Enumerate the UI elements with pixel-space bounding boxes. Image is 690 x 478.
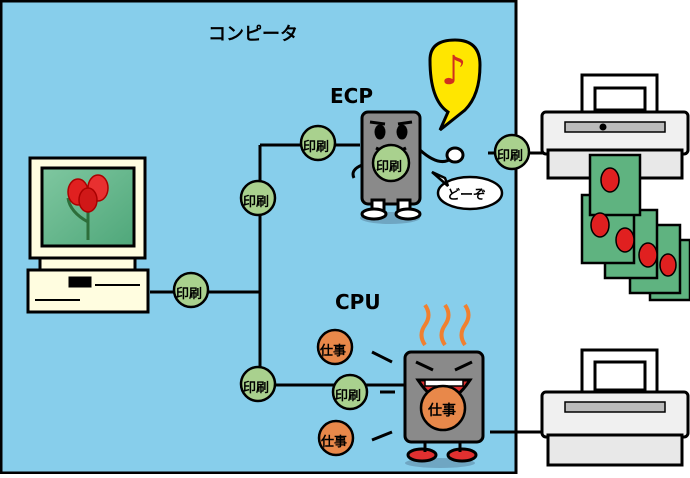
douzo-text: どーぞ <box>447 188 487 203</box>
print-label-branch-bottom: 印刷 <box>243 381 270 396</box>
print-label-computer: 印刷 <box>176 287 203 302</box>
work-tokens <box>316 328 467 457</box>
work-token-held <box>419 384 467 432</box>
music-speech-bubble <box>428 38 482 132</box>
print-token-branch-top <box>239 179 277 217</box>
print-token-cpu-in <box>331 373 369 411</box>
print-label-cpu-in: 印刷 <box>335 389 362 404</box>
print-label-printer: 印刷 <box>497 149 524 164</box>
print-tokens <box>172 124 531 411</box>
ecp-label: ECP <box>330 84 373 108</box>
print-token-printer <box>493 133 531 171</box>
panel-title: コンピータ <box>208 24 298 45</box>
music-note-icon: ♪ <box>441 48 467 94</box>
print-token-ecp-held <box>371 143 411 183</box>
printed-pages <box>580 153 690 302</box>
work-token-1 <box>316 328 354 366</box>
work-label-1: 仕事 <box>320 344 347 359</box>
print-token-branch-bottom <box>239 365 277 403</box>
printer-top-icon <box>540 73 690 180</box>
motion-lines <box>371 350 395 442</box>
heat-waves-icon <box>419 303 471 347</box>
desktop-computer-icon <box>26 156 150 314</box>
print-label-branch-top: 印刷 <box>243 195 270 210</box>
douzo-speech-bubble <box>431 170 504 211</box>
printer-bottom-icon <box>540 348 690 467</box>
print-label-ecp-held: 印刷 <box>376 160 403 175</box>
cpu-label: CPU <box>335 290 381 314</box>
work-token-2 <box>317 419 355 457</box>
work-label-held: 仕事 <box>428 403 456 419</box>
print-token-ecp-in <box>299 124 337 162</box>
print-token-computer <box>172 271 210 309</box>
print-label-ecp-in: 印刷 <box>303 140 330 155</box>
work-label-2: 仕事 <box>321 435 348 450</box>
